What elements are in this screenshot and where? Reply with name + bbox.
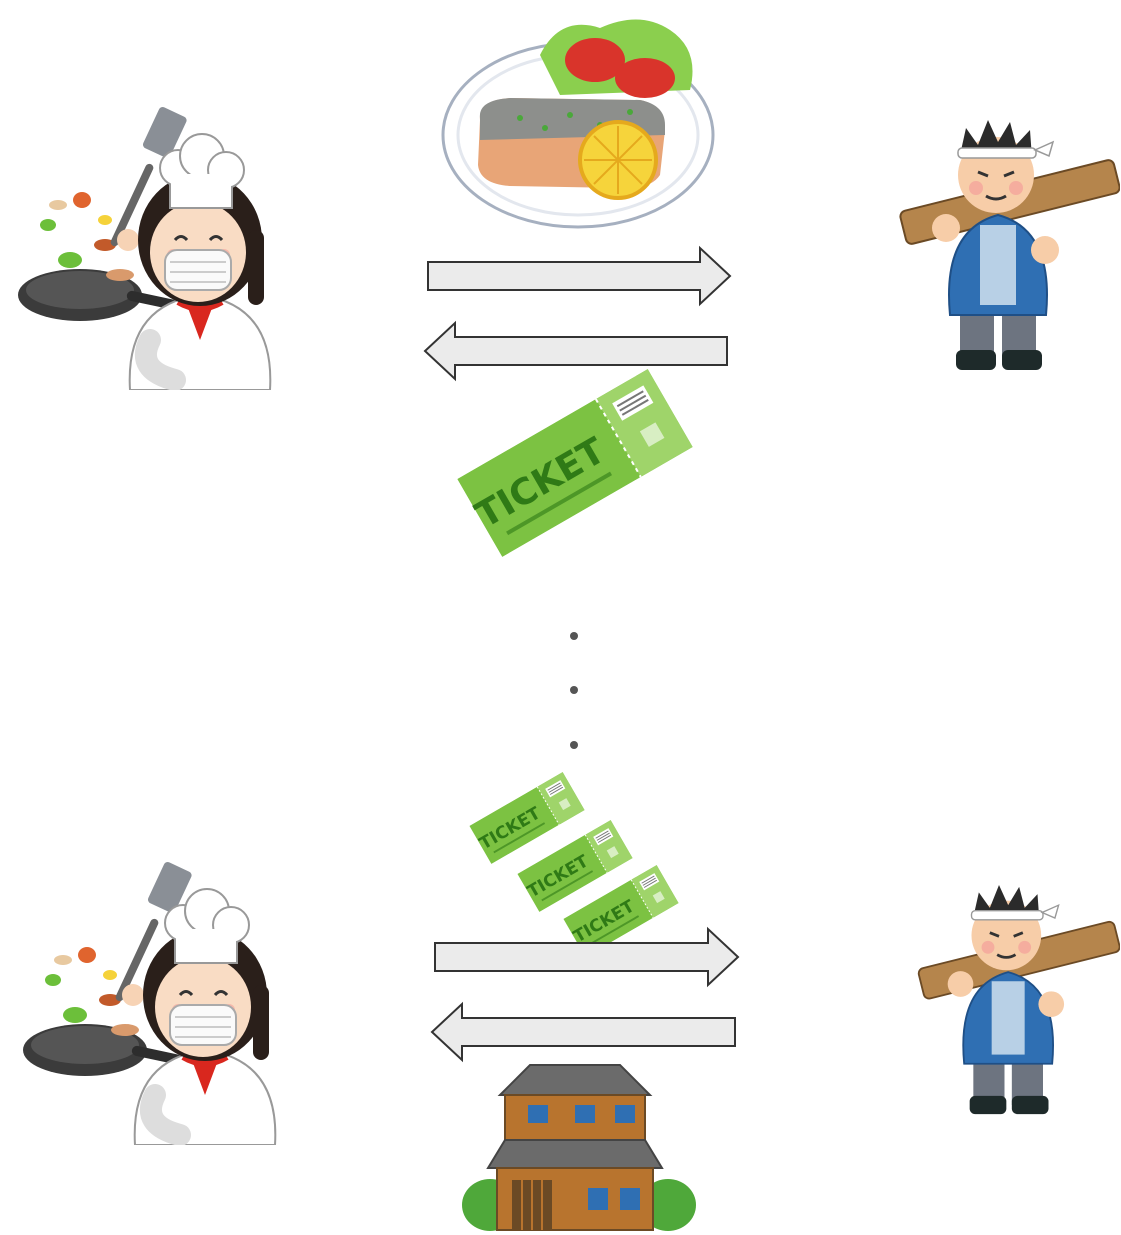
arrow-left-top [425, 323, 727, 379]
chef-cooking-icon [23, 861, 275, 1145]
house-icon [462, 1065, 696, 1231]
carpenter-worker-icon [918, 885, 1121, 1114]
chef-cooking-icon [18, 106, 270, 390]
salmon-dish-icon [443, 19, 713, 227]
arrow-left-bottom [432, 1004, 735, 1060]
ellipsis-dots [570, 632, 578, 749]
carpenter-worker-icon [899, 120, 1121, 370]
arrow-right-top [428, 248, 730, 304]
ticket-icon: TICKET [457, 369, 693, 557]
